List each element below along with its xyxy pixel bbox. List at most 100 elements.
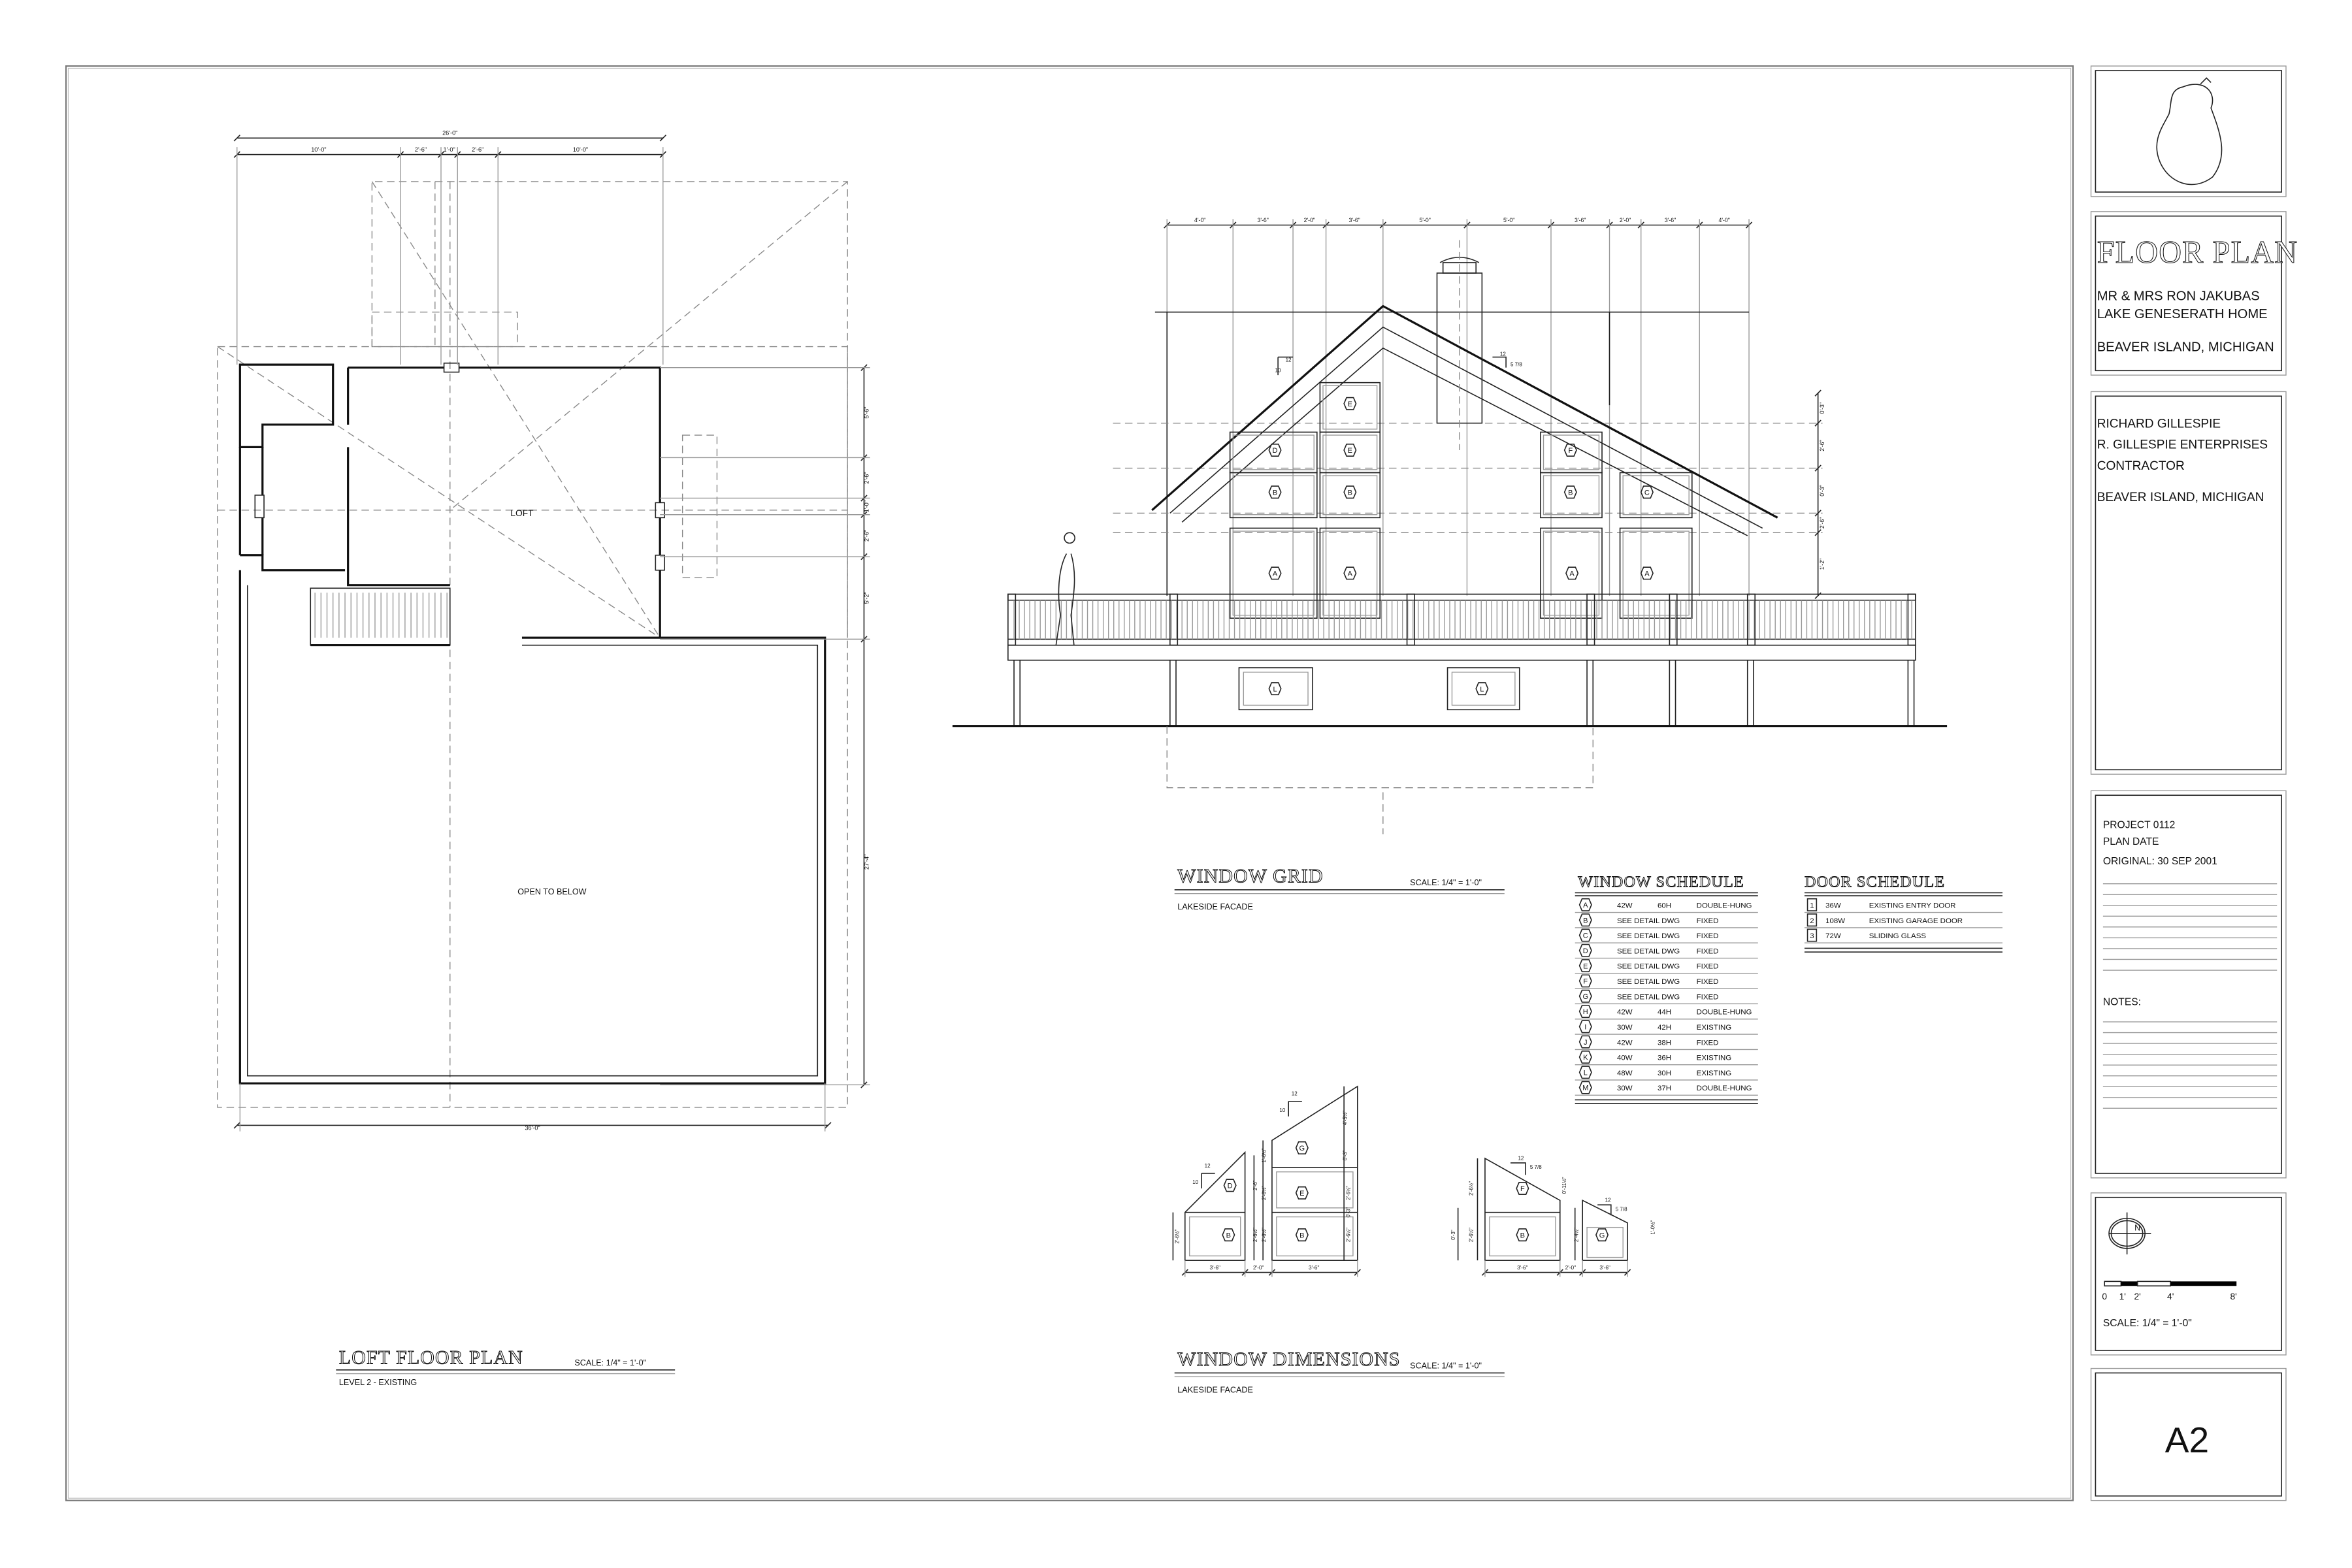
roof-pitch-symbol	[1277, 356, 1294, 376]
window-tag-hexagon	[1343, 444, 1357, 457]
roof-hip-line	[371, 181, 661, 638]
scale-box	[2090, 1192, 2287, 1356]
loft-window	[443, 362, 460, 373]
lower-window-pane	[1243, 672, 1309, 706]
window-tag: E	[1348, 447, 1352, 455]
plan-date-value: ORIGINAL: 30 SEP 2001	[2103, 856, 2217, 867]
window-schedule-width: 30W	[1617, 1024, 1633, 1032]
roof-pitch-symbol	[1492, 356, 1507, 368]
loft-wall	[240, 554, 346, 572]
scale-box-inner	[2095, 1196, 2282, 1351]
scale-bar-tick: 4'	[2167, 1292, 2174, 1301]
dimension-tick	[1814, 389, 1821, 397]
dimension-bottom: 36'-0"	[525, 1124, 540, 1131]
window-schedule-tag-hexagon	[1578, 928, 1592, 942]
room-label-loft: LOFT	[510, 508, 534, 518]
window-frame	[1619, 527, 1693, 619]
door-schedule-type: EXISTING GARAGE DOOR	[1869, 917, 1963, 925]
dimension-top: 4'-0"	[1718, 217, 1729, 223]
loft-wall	[347, 367, 661, 639]
logo-box	[2090, 65, 2287, 197]
window-tag-hexagon	[1222, 1228, 1235, 1242]
window-schedule-type: FIXED	[1697, 1039, 1719, 1047]
scale-bar-tick: 2'	[2134, 1292, 2141, 1301]
dimension-bottom: 3'-6"	[1209, 1265, 1220, 1271]
logo-box-inner	[2095, 70, 2282, 193]
wall-outline	[1166, 312, 1610, 596]
dimension-bottom: 3'-6"	[1517, 1265, 1527, 1271]
dimension-vertical: 4'-5½"	[1343, 1111, 1348, 1125]
window-dimensions-subtitle: LAKESIDE FACADE	[1177, 1385, 1253, 1394]
loft-plan-subtitle: LEVEL 2 - EXISTING	[339, 1378, 417, 1387]
dimension-vertical: 2'-6½"	[1345, 1228, 1351, 1242]
deck-post	[1586, 593, 1595, 646]
window-tag: A	[1569, 570, 1575, 578]
window-outline-right	[1271, 1085, 1358, 1261]
dimension-vertical: 2'-6½"	[1262, 1186, 1267, 1200]
window-pane	[1622, 475, 1690, 515]
window-schedule-type: FIXED	[1697, 947, 1719, 955]
scale-bar-tick: 1'	[2119, 1292, 2126, 1301]
door-schedule-tag: 2	[1810, 917, 1814, 925]
plan-date-label: PLAN DATE	[2103, 836, 2159, 847]
window-schedule-height: 38H	[1658, 1039, 1671, 1047]
deck-top-rail	[1007, 593, 1916, 601]
pitch-symbol	[1510, 1162, 1526, 1175]
pitch-symbol	[1597, 1204, 1612, 1216]
roof-outer	[1151, 304, 1778, 519]
window-grid-title: WINDOW GRID	[1177, 865, 1323, 887]
window-schedule-tag-hexagon	[1578, 989, 1592, 1003]
door-schedule-width: 72W	[1825, 932, 1841, 940]
window-tag-hexagon	[1565, 566, 1579, 580]
window-tag: B	[1348, 489, 1352, 497]
window-tag-hexagon	[1268, 682, 1282, 696]
dimension-tick	[1814, 529, 1821, 536]
dimension-vertical: 0'-3"	[1450, 1230, 1456, 1240]
window-tag: G	[1599, 1232, 1605, 1239]
window-schedule-width: 42W	[1617, 1009, 1633, 1017]
dimension-tick	[1814, 419, 1821, 427]
window-tag-hexagon	[1516, 1228, 1529, 1242]
pitch-run: 12	[1605, 1198, 1611, 1203]
window-schedule-tag-hexagon	[1578, 898, 1592, 911]
north-arrow-label: N	[2134, 1223, 2140, 1232]
main-wall-outer	[238, 570, 826, 1085]
scale-bar-tick: 8'	[2230, 1292, 2236, 1301]
window-tag-hexagon	[1640, 566, 1654, 580]
dimension-right: 2'-6"	[1819, 440, 1825, 451]
window-schedule-tag: L	[1584, 1069, 1588, 1077]
scale-bar-seg	[2104, 1281, 2122, 1287]
scale-bar-seg	[2121, 1281, 2138, 1286]
window-schedule-height: 30H	[1658, 1070, 1671, 1077]
scale-bar-seg	[2136, 1281, 2171, 1287]
window-frame	[1540, 527, 1603, 619]
dimension-right: 1'-2"	[1819, 559, 1825, 570]
window-pane	[1232, 434, 1315, 470]
window-frame	[1619, 472, 1693, 519]
dimension-vertical: 2'-6½"	[1469, 1228, 1475, 1242]
dimension-right: 1'-0"	[863, 500, 870, 512]
dimension-top: 10'-0"	[311, 146, 326, 153]
window-schedule-height: 36H	[1658, 1054, 1671, 1062]
window-tag-hexagon	[1268, 566, 1282, 580]
dimension-top: 5'-0"	[1419, 217, 1430, 223]
window-schedule-tag-hexagon	[1578, 913, 1592, 927]
dimension-top: 5'-0"	[1503, 217, 1514, 223]
window-tag-hexagon	[1640, 485, 1654, 499]
roof-inner	[1169, 326, 1763, 529]
project-number: PROJECT 0112	[2103, 820, 2175, 831]
chimney-cap	[1442, 262, 1477, 274]
window-tag-hexagon	[1295, 1141, 1309, 1154]
roof-hip-line	[449, 181, 848, 511]
window-schedule-tag-hexagon	[1578, 1051, 1592, 1064]
dimension-right: 2'-6"	[863, 530, 870, 542]
dimension-right: 27'-4"	[863, 855, 870, 870]
window-schedule-tag: K	[1583, 1054, 1588, 1062]
window-schedule-width: SEE DETAIL DWG	[1617, 993, 1680, 1001]
window-tag: B	[1568, 489, 1573, 497]
pitch-run: 12	[1292, 1091, 1298, 1097]
window-schedule-width: 42W	[1617, 1039, 1633, 1047]
island-logo	[2156, 84, 2223, 186]
window-tag: L	[1480, 685, 1484, 693]
project-box	[2090, 790, 2287, 1179]
